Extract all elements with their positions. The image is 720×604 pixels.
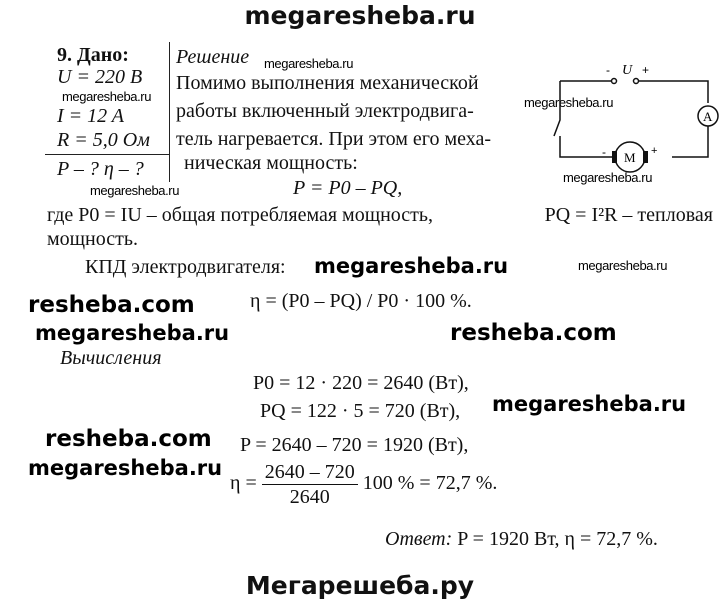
solution-line: ническая мощность: <box>184 152 358 174</box>
calc-p: P = 2640 – 720 = 1920 (Вт), <box>240 434 469 456</box>
where-line-b: PQ = I²R – тепловая <box>544 204 713 226</box>
motor-brush <box>643 151 648 163</box>
watermark: megaresheba.ru <box>524 95 614 110</box>
watermark: resheba.com <box>45 426 212 452</box>
given-resistance: R = 5,0 Ом <box>57 129 150 151</box>
solution-line: тель нагревается. При этом его меха- <box>176 128 491 150</box>
watermark: resheba.com <box>28 292 195 318</box>
given-underline <box>45 154 169 155</box>
watermark: megaresheba.ru <box>578 258 668 273</box>
calc-p0: P0 = 12 · 220 = 2640 (Вт), <box>253 372 469 394</box>
given-voltage: U = 220 В <box>57 66 143 88</box>
eta-numerator: 2640 – 720 <box>261 460 358 485</box>
terminal-plus <box>632 77 640 85</box>
where-line-end: мощность. <box>47 228 138 250</box>
efficiency-label: КПД электродвигателя: <box>85 256 286 278</box>
given-heading: 9. Дано: <box>57 44 129 66</box>
watermark: megaresheba.ru <box>62 89 152 104</box>
efficiency-formula: η = (P0 – PQ) / P0 · 100 %. <box>250 290 472 312</box>
answer-label: Ответ: <box>385 528 453 550</box>
calculations-heading: Вычисления <box>60 347 162 369</box>
watermark: megaresheba.ru <box>35 321 230 345</box>
watermark: megaresheba.ru <box>563 170 653 185</box>
motor-label: M <box>624 150 636 165</box>
ammeter-label: A <box>703 109 713 124</box>
formula-power: P = P0 – PQ, <box>293 177 403 199</box>
answer-text: P = 1920 Вт, η = 72,7 %. <box>457 528 658 550</box>
switch-icon <box>553 81 612 158</box>
answer: Ответ: P = 1920 Вт, η = 72,7 %. <box>385 528 658 550</box>
wire <box>638 80 709 103</box>
solution-line: Помимо выполнения механической <box>176 72 479 94</box>
voltage-label: U <box>622 63 633 78</box>
watermark: megaresheba.ru <box>28 456 223 480</box>
where-line-a: где P0 = IU – общая потребляемая мощност… <box>47 204 434 226</box>
minus-sign: - <box>602 145 606 159</box>
plus-sign: + <box>651 145 657 157</box>
plus-sign: + <box>642 63 649 77</box>
solution-line: работы включенный электродвига- <box>176 100 474 122</box>
watermark: megaresheba.ru <box>264 56 354 71</box>
solution-heading: Решение <box>176 46 250 68</box>
header-watermark: megaresheba.ru <box>244 1 476 30</box>
motor-brush <box>612 151 617 163</box>
wire <box>672 126 709 158</box>
watermark: resheba.com <box>450 320 617 346</box>
footer-watermark: Мегарешеба.ру <box>245 571 475 600</box>
watermark: megaresheba.ru <box>492 392 687 416</box>
watermark: megaresheba.ru <box>90 183 180 198</box>
given-find: P – ? η – ? <box>57 158 144 180</box>
circuit-diagram: A M U - + - + <box>553 63 719 173</box>
minus-sign: - <box>606 63 610 77</box>
watermark: megaresheba.ru <box>314 254 509 278</box>
calc-pq: PQ = 122 · 5 = 720 (Вт), <box>260 400 461 422</box>
eta-tail: 100 % = 72,7 %. <box>362 472 498 495</box>
eta-denominator: 2640 <box>289 486 330 508</box>
given-current: I = 12 A <box>57 105 125 127</box>
given-divider <box>169 42 170 182</box>
terminal-minus <box>610 77 618 85</box>
where-line: где P0 = IU – общая потребляемая мощност… <box>47 204 713 226</box>
